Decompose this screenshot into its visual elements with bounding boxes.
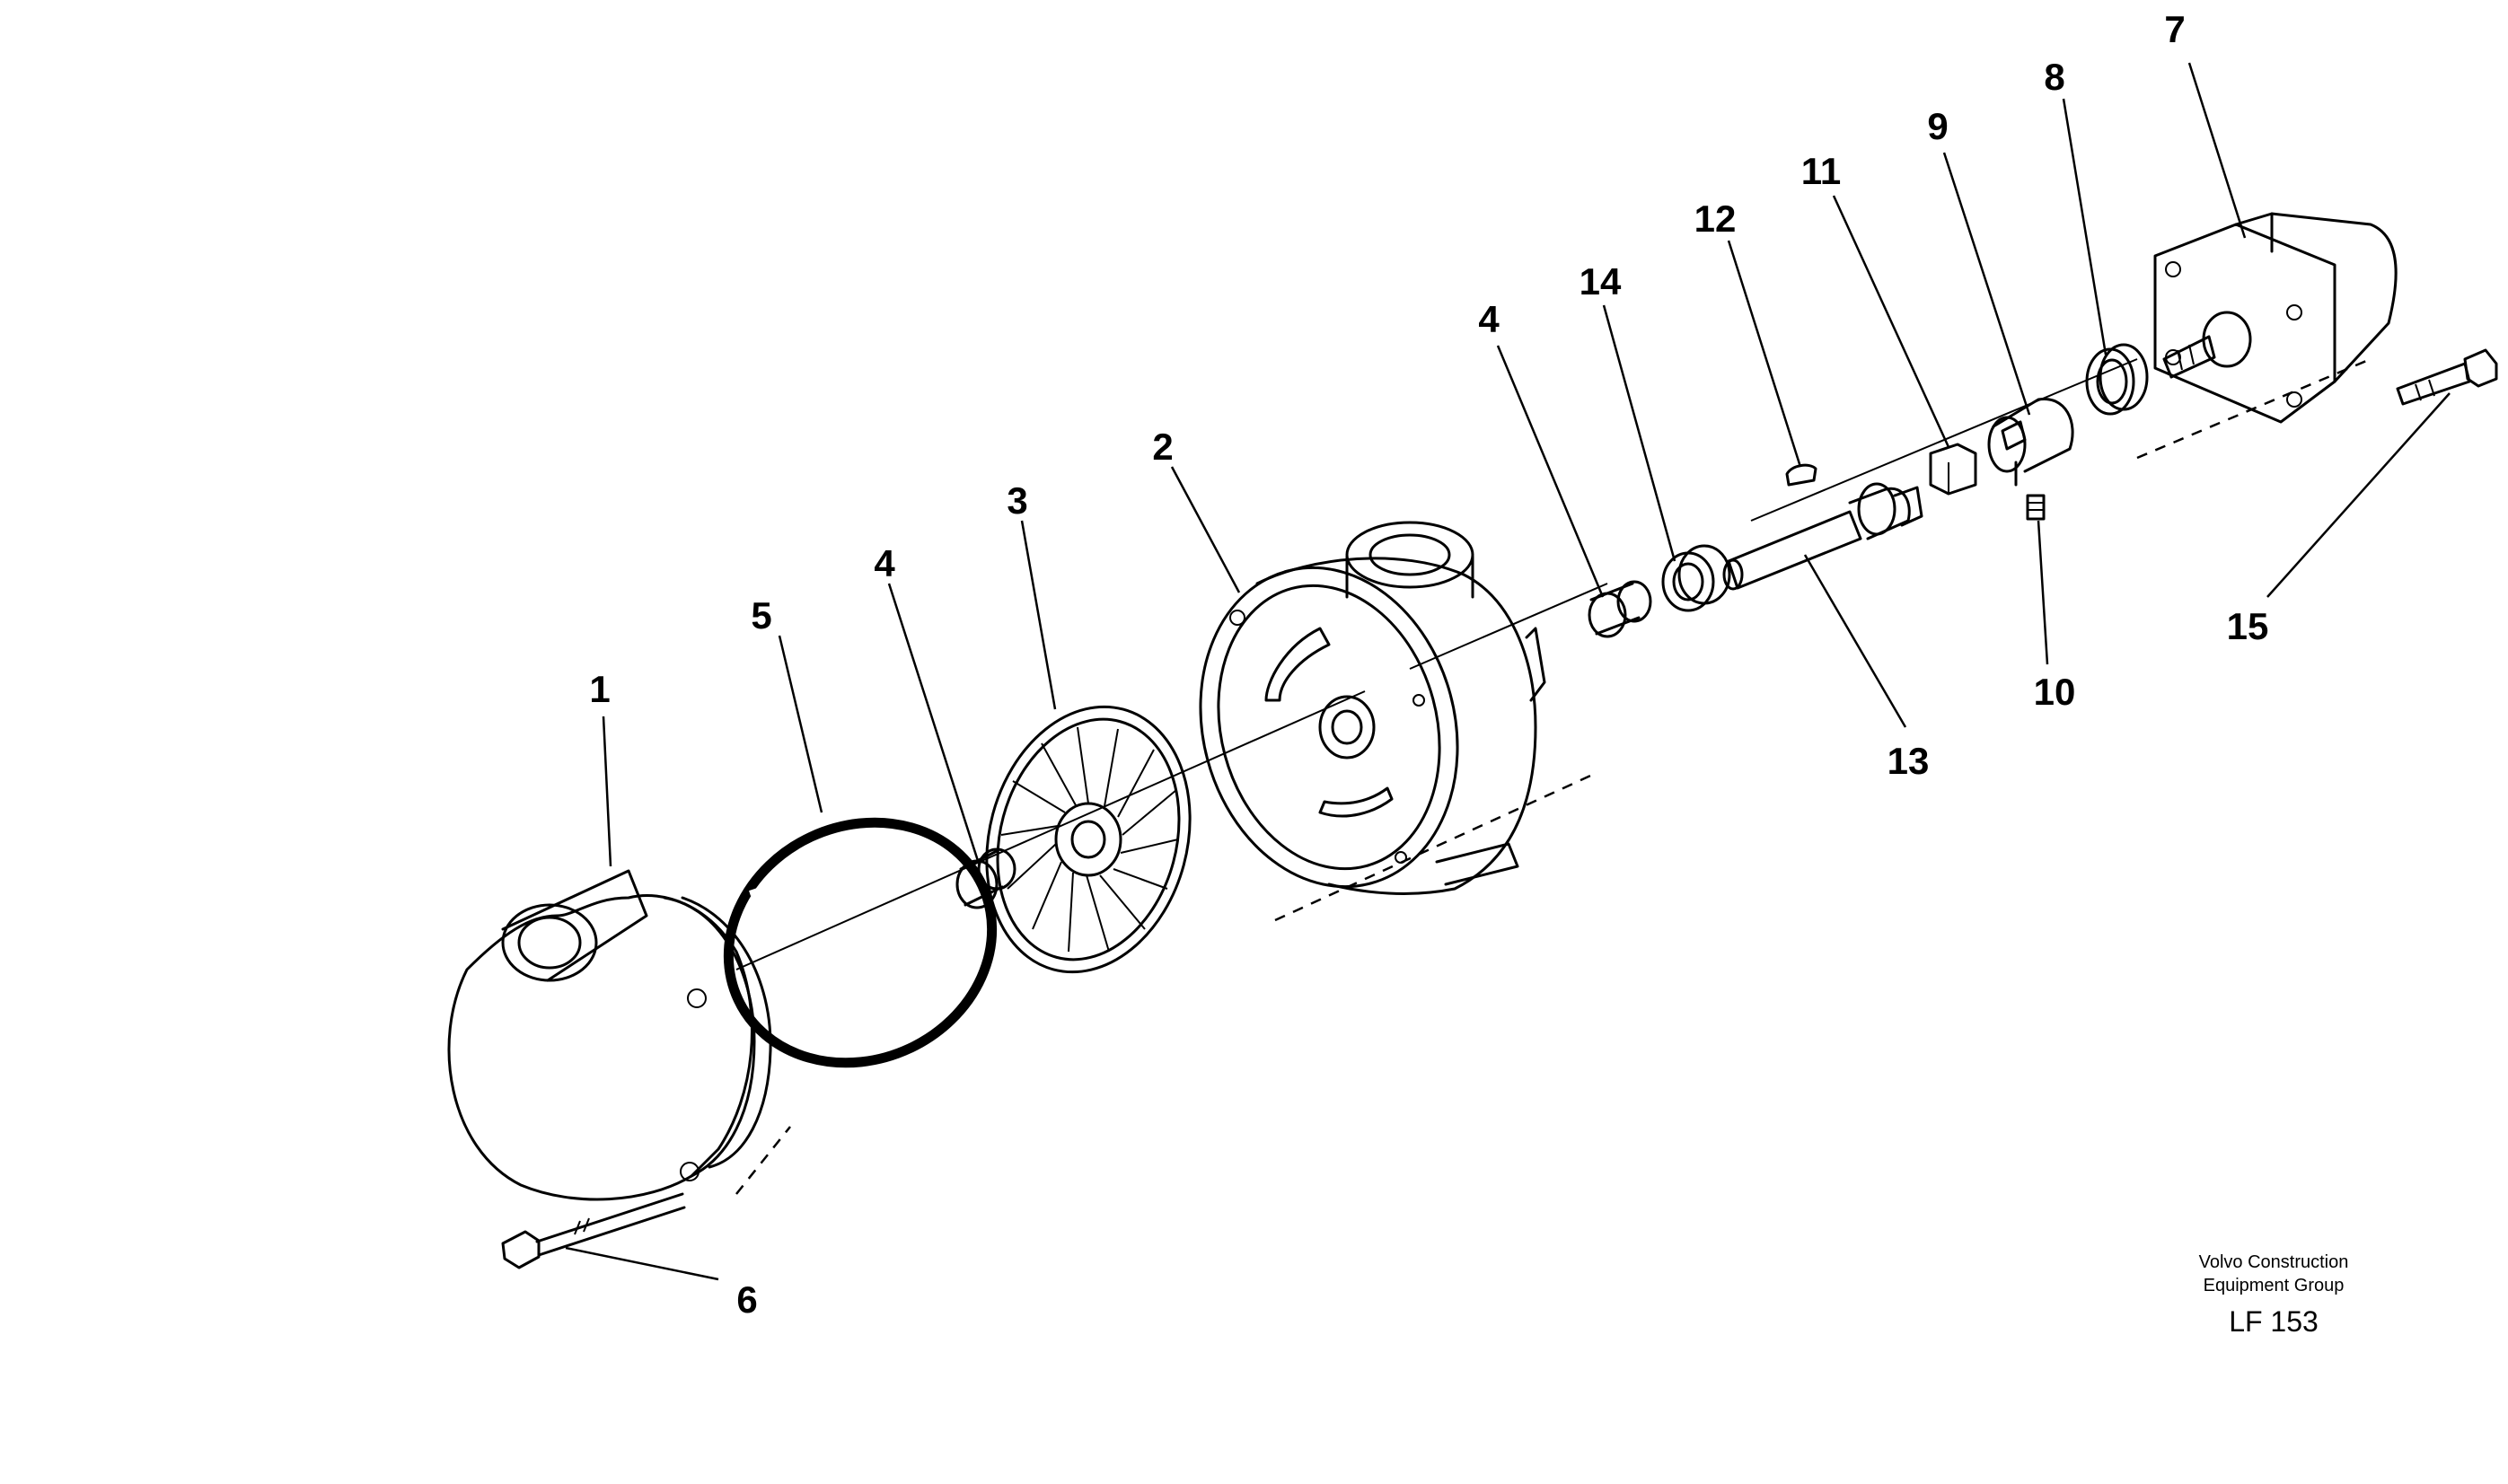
part-8-seal — [2085, 343, 2149, 416]
callout-11: 11 — [1801, 150, 1841, 192]
callout-4-left: 4 — [874, 542, 895, 584]
callout-12: 12 — [1694, 198, 1737, 240]
part-1-casing-cover — [447, 869, 772, 1201]
callout-2: 2 — [1152, 426, 1173, 468]
callout-1: 1 — [589, 668, 610, 710]
part-13-shaft — [1722, 482, 1923, 591]
caption: Volvo Construction Equipment Group LF 15… — [2199, 1252, 2349, 1338]
callout-10: 10 — [2034, 671, 2076, 713]
part-4-bushing-right — [1588, 580, 1652, 638]
part-7-motor — [2153, 212, 2398, 424]
part-10-set-screw — [2026, 494, 2046, 521]
callout-5: 5 — [751, 594, 771, 637]
figure-id: LF 153 — [2229, 1305, 2319, 1338]
part-9-coupling — [1987, 398, 2074, 487]
part-14-seal-ring — [1661, 544, 1731, 612]
assembly-axis — [735, 357, 2372, 1195]
callout-14: 14 — [1580, 260, 1622, 303]
part-12-key — [1785, 463, 1817, 487]
callout-13: 13 — [1888, 740, 1930, 782]
callout-3: 3 — [1007, 479, 1027, 522]
callout-4-right: 4 — [1478, 298, 1500, 340]
callout-6: 6 — [736, 1278, 757, 1321]
part-5-o-ring — [723, 817, 998, 1068]
callout-15: 15 — [2227, 605, 2269, 647]
part-15-bolt — [2396, 348, 2498, 406]
part-2-pump-housing — [1199, 521, 1546, 895]
leader-lines — [565, 62, 2451, 1281]
callout-7: 7 — [2164, 8, 2185, 50]
part-6-bolt — [501, 1192, 686, 1269]
callout-labels: 1 2 3 4 5 6 7 8 9 10 11 12 13 14 15 4 — [589, 8, 2268, 1321]
callout-9: 9 — [1927, 105, 1948, 147]
part-11-coupling-block — [1929, 443, 1977, 496]
callout-8: 8 — [2044, 56, 2064, 98]
caption-line-2: Equipment Group — [2204, 1276, 2345, 1295]
caption-line-1: Volvo Construction — [2199, 1252, 2349, 1272]
part-3-impeller — [985, 705, 1192, 974]
